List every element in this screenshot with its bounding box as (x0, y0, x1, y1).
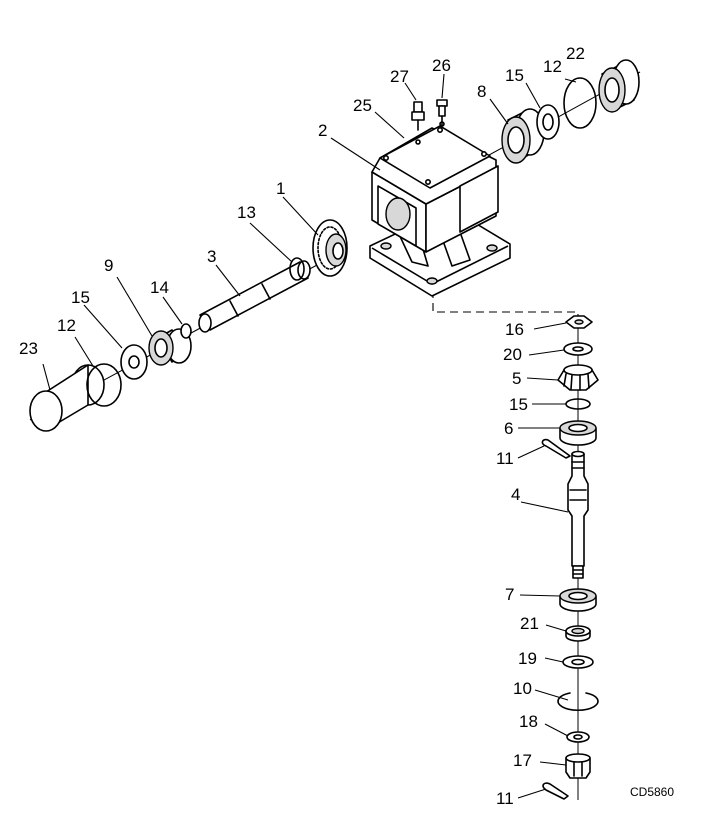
callout-14: 14 (150, 278, 169, 297)
housing-connector-dashed (432, 290, 579, 320)
part-7-bearing (559, 588, 597, 612)
part-12-snap-ring-left (86, 363, 122, 407)
part-15-washer-upper (536, 104, 560, 140)
callout-27: 27 (390, 67, 409, 86)
part-17-castle-nut (565, 753, 591, 779)
callout-1: 1 (276, 179, 285, 198)
callout-16: 16 (505, 320, 524, 339)
callout-3: 3 (207, 247, 216, 266)
part-13-ring (289, 257, 305, 281)
part-20-washer (563, 342, 593, 356)
part-26-plug (436, 99, 448, 127)
part-1-bevel-gear (312, 219, 348, 277)
callout-11-upper: 11 (496, 449, 514, 468)
callout-8: 8 (477, 82, 486, 101)
part-6-bearing (559, 420, 597, 446)
callout-17: 17 (513, 751, 532, 770)
part-3-input-shaft (198, 260, 311, 333)
callout-15-upper: 15 (505, 66, 524, 85)
callout-15-vertical: 15 (509, 395, 528, 414)
part-21-spacer (565, 625, 591, 642)
part-11-cotter-pin-lower (542, 782, 569, 800)
callout-4: 4 (511, 485, 520, 504)
part-12-snap-ring-upper (563, 77, 597, 129)
callout-13: 13 (237, 203, 256, 222)
callout-9: 9 (104, 256, 113, 275)
part-8-bearing (501, 108, 545, 164)
part-5-pinion-gear (557, 364, 599, 391)
callout-5: 5 (512, 369, 521, 388)
part-10-snap-ring (557, 692, 599, 712)
callout-12-upper: 12 (543, 57, 562, 76)
leader-lines (42, 73, 577, 799)
part-11-cotter-pin-upper (541, 438, 571, 459)
callout-labels: 1 2 3 4 5 6 7 8 9 10 11 11 12 12 13 14 1… (19, 44, 674, 808)
callout-20: 20 (503, 345, 522, 364)
part-27-grease-fitting (411, 101, 425, 131)
part-23-cap (29, 364, 105, 432)
callout-21: 21 (520, 614, 539, 633)
callout-19: 19 (518, 649, 537, 668)
callout-12-left: 12 (57, 316, 76, 335)
callout-11-lower: 11 (496, 789, 514, 808)
part-2-gearbox-housing (369, 121, 511, 297)
callout-23: 23 (19, 339, 38, 358)
callout-2: 2 (318, 121, 327, 140)
callout-6: 6 (504, 419, 513, 438)
part-18-washer (566, 731, 590, 743)
callout-10: 10 (513, 679, 532, 698)
part-16-nut (565, 315, 593, 329)
drawing-code: CD5860 (630, 785, 674, 799)
callout-18: 18 (519, 712, 538, 731)
part-22-bearing (598, 59, 640, 113)
part-14-ring (180, 323, 192, 339)
part-15-washer-left (120, 344, 148, 380)
part-19-washer (562, 655, 594, 669)
callout-26: 26 (432, 56, 451, 75)
callout-25: 25 (353, 96, 372, 115)
part-4-output-shaft (567, 450, 589, 579)
callout-15-left: 15 (71, 288, 90, 307)
callout-7: 7 (505, 585, 514, 604)
callout-22: 22 (566, 44, 585, 63)
